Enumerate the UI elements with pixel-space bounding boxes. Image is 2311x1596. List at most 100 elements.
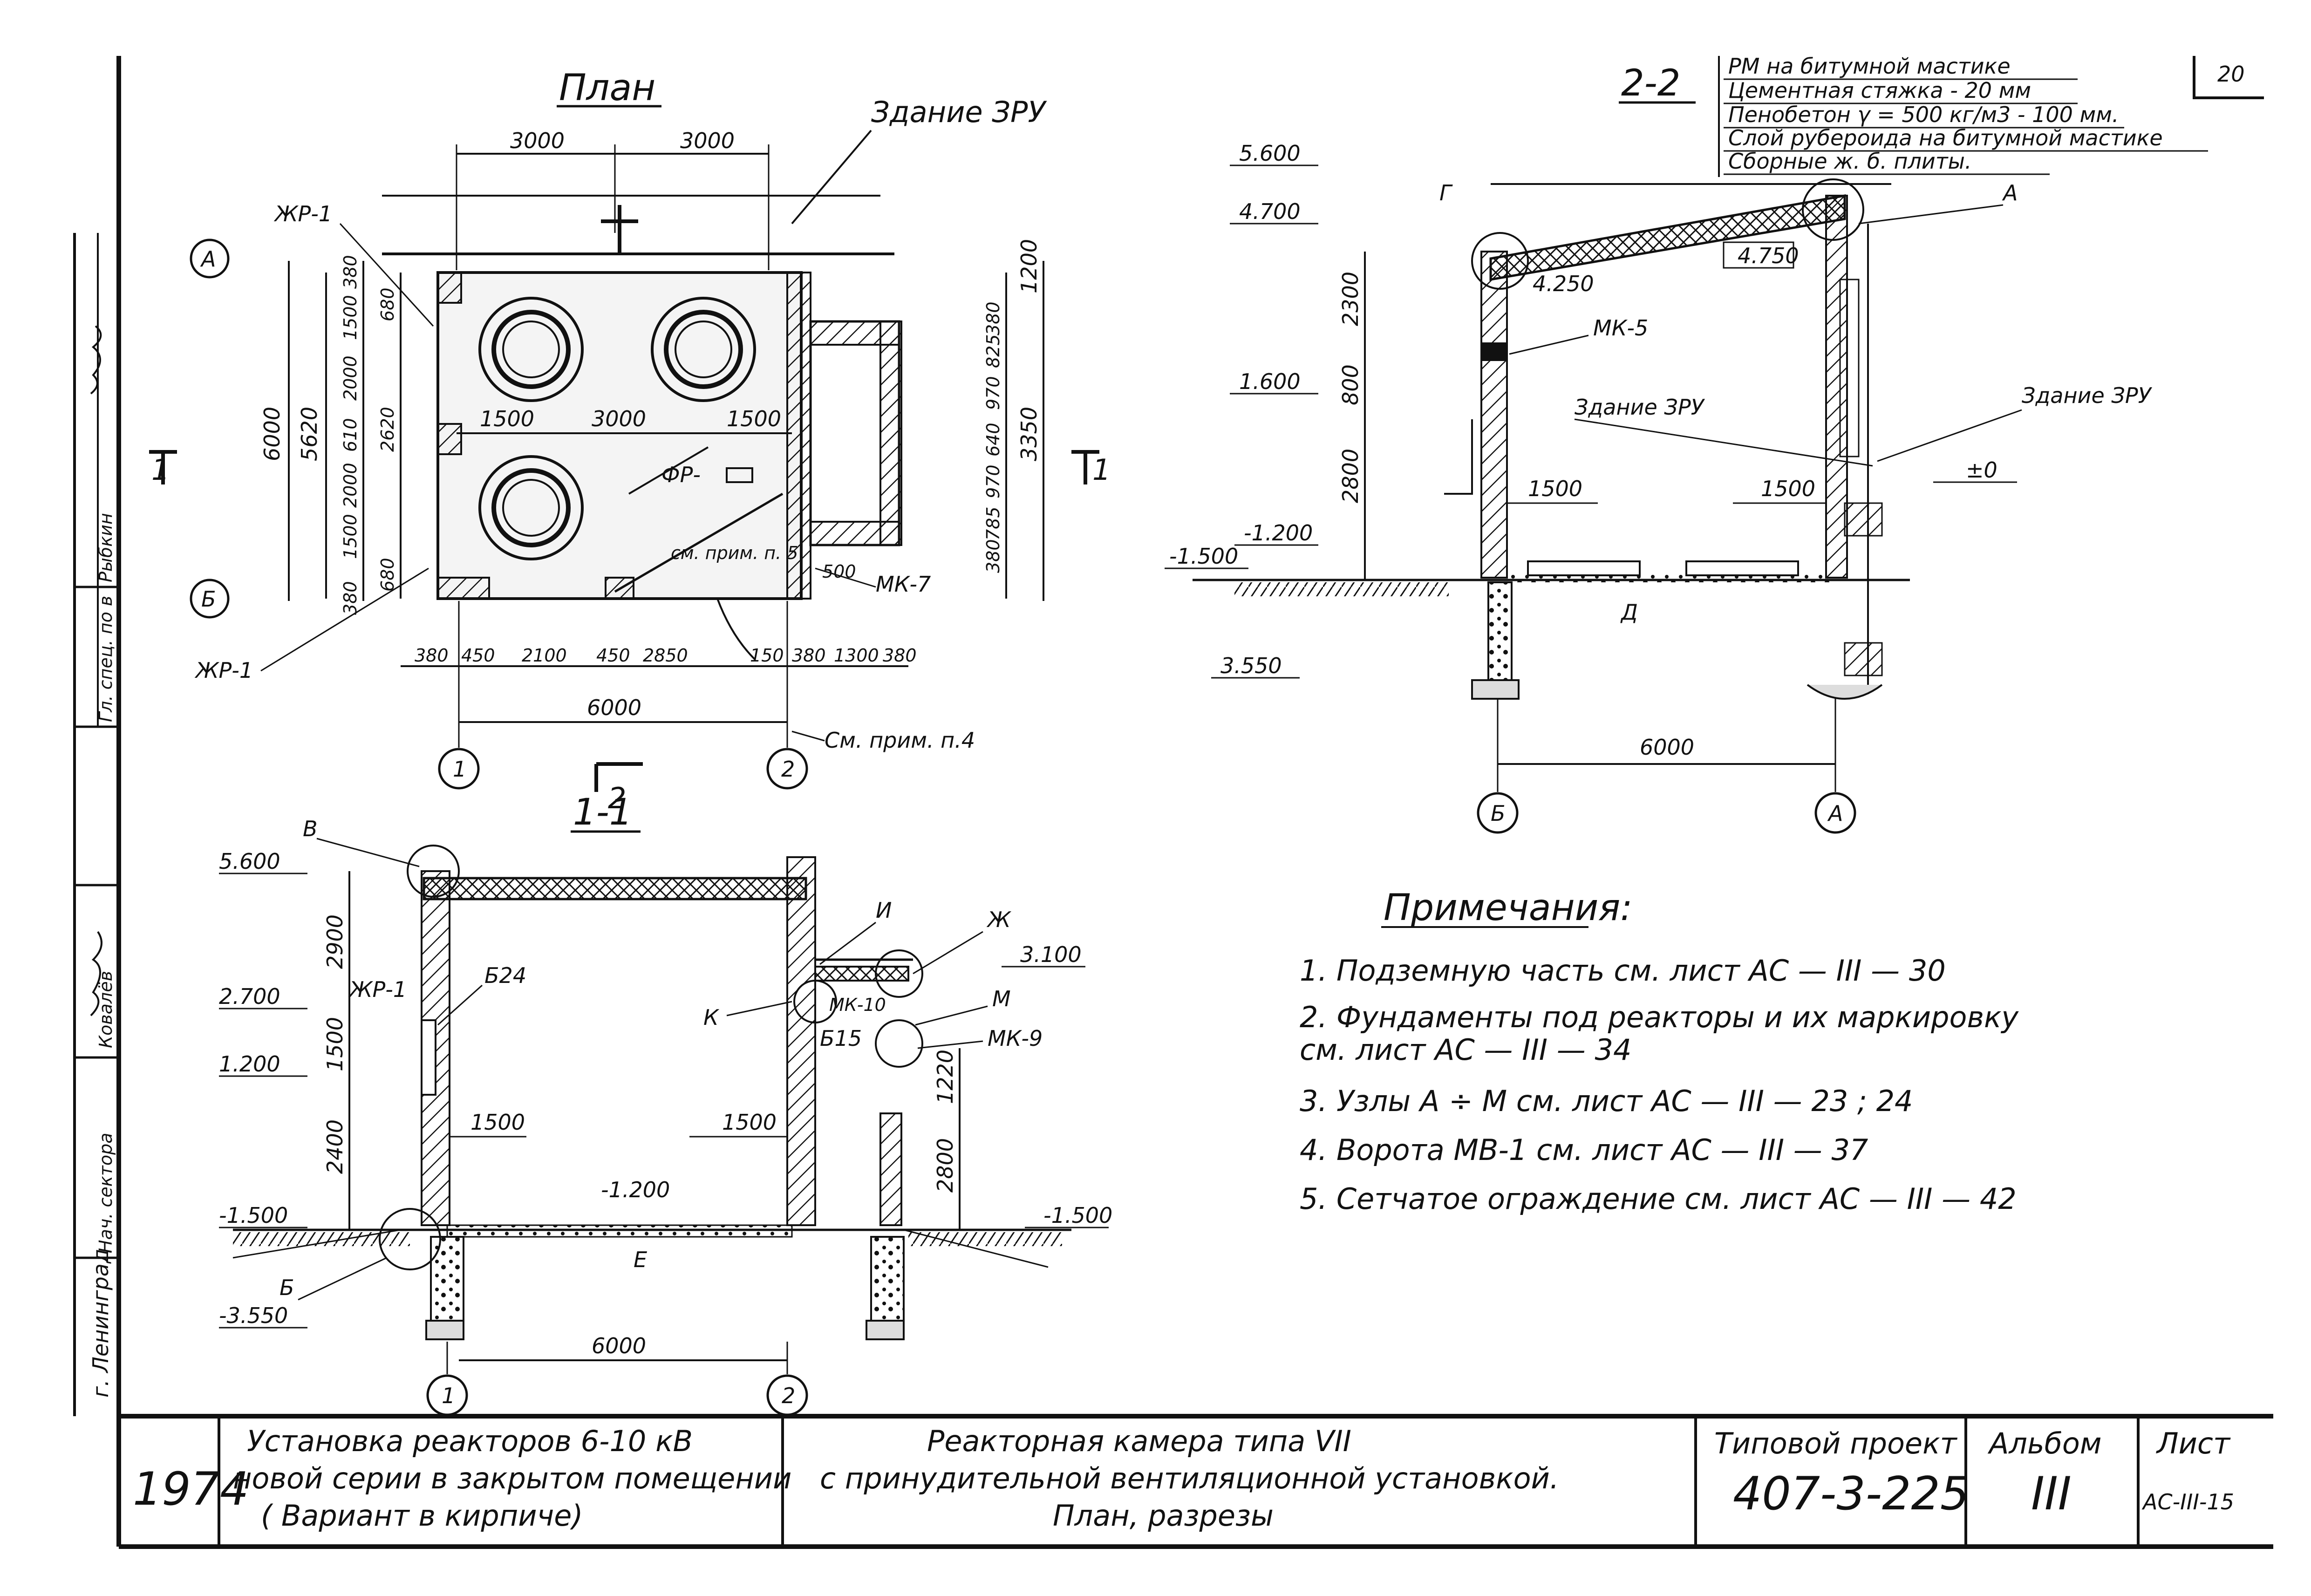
plan-right-inner-1: 825 xyxy=(983,334,1003,368)
tb-drawing-1: с принудительной вентиляционной установк… xyxy=(820,1461,1559,1495)
s22-roof-layer-3: Слой рубероида на битумной мастике xyxy=(1728,125,2163,150)
plan-top-dim-0: 3000 xyxy=(510,128,565,153)
plan-left-inner-4: 2000 xyxy=(340,463,361,508)
tb-album-label: Альбом xyxy=(1987,1426,2102,1460)
s11-inner-1: 1500 xyxy=(722,1110,777,1135)
s22-level-0: 5.600 xyxy=(1239,141,1301,166)
note-item-5: 5. Сетчатое ограждение см. лист АС — III… xyxy=(1300,1182,2017,1216)
plan-inner-dim-1: 3000 xyxy=(592,406,646,431)
s11-label-b15: Б15 xyxy=(820,1026,862,1051)
s22-inner-0: 1500 xyxy=(1528,476,1582,501)
signature-kovalev xyxy=(90,931,102,1016)
s11-label-mk9: МК-9 xyxy=(988,1026,1043,1051)
side-stamp: г. Ленинград Нач. сектора Ковалёв Гл. сп… xyxy=(88,325,116,1398)
s11-level-2: 1.200 xyxy=(219,1051,280,1077)
plan-left-mid: 5620 xyxy=(297,407,322,461)
plan-view: План Здание ЗРУ 3000 3000 1500 3000 xyxy=(149,67,1111,815)
s22-label-d: Д xyxy=(1620,600,1638,625)
s11-label-v: В xyxy=(303,816,318,841)
tb-subject-0: Установка реакторов 6-10 кВ xyxy=(247,1424,693,1458)
s11-level-1: 2.700 xyxy=(219,984,280,1009)
s11-label-e: Е xyxy=(634,1247,647,1272)
s22-level-8: ±0 xyxy=(1966,457,1997,483)
plan-right-dim-0: 1200 xyxy=(1016,239,1042,293)
s22-level-3: 4.750 xyxy=(1738,243,1799,268)
section11-title: 1-1 xyxy=(573,791,632,833)
s11-label-b: Б xyxy=(280,1275,294,1300)
plan-section-marker-left: 1 xyxy=(151,453,170,487)
s22-label-zru: Здание ЗРУ xyxy=(1575,395,1705,420)
plan-right-dim-1: 3350 xyxy=(1016,407,1042,461)
plan-inner-dim-2: 1500 xyxy=(727,406,781,431)
plan-left-outer: 6000 xyxy=(259,407,285,461)
plan-mk7-label: МК-7 xyxy=(876,572,931,597)
stamp-role-3: Рыбкин xyxy=(95,513,116,582)
plan-title: План xyxy=(559,67,655,109)
plan-axis-row-b: Б xyxy=(201,587,216,612)
s11-dim-left-2: 2400 xyxy=(322,1119,348,1174)
plan-right-inner-3: 640 xyxy=(983,423,1003,457)
s22-level-7: 3.550 xyxy=(1220,653,1282,678)
s22-level-6: -1.500 xyxy=(1169,544,1238,569)
plan-bottom-dim-0: 380 xyxy=(415,645,449,666)
plan-bottom-dim-3: 450 xyxy=(596,645,630,666)
s11-level-3: -1.500 xyxy=(219,1203,288,1228)
plan-bottom-dim-4: 2850 xyxy=(643,645,688,666)
note-item-3: 3. Узлы А ÷ М см. лист АС — III — 23 ; 2… xyxy=(1300,1084,1913,1118)
s22-roof-layer-4: Сборные ж. б. плиты. xyxy=(1728,149,1972,174)
s22-level-5: -1.200 xyxy=(1244,520,1313,546)
tb-drawing-0: Реакторная камера типа VII xyxy=(927,1424,1351,1458)
s22-dim-left-0: 2300 xyxy=(1338,272,1363,326)
s22-dim-left-2: 2800 xyxy=(1338,449,1363,503)
s11-label-m: М xyxy=(992,986,1011,1011)
plan-left-open-0: 680 xyxy=(377,287,398,321)
tb-project-label: Типовой проект xyxy=(1714,1426,1958,1460)
tb-subject-2: ( Вариант в кирпиче) xyxy=(261,1499,583,1533)
stamp-city: г. Ленинград xyxy=(88,1248,113,1398)
plan-bottom-dim-2: 2100 xyxy=(522,645,567,666)
plan-bottom-dim-6: 380 xyxy=(792,645,826,666)
s22-label-zru-right: Здание ЗРУ xyxy=(2022,383,2153,408)
reactor-2 xyxy=(651,297,756,402)
note-item-2: см. лист АС — III — 34 xyxy=(1300,1033,1631,1067)
sheet-frame xyxy=(73,56,2273,1549)
plan-right-inner-2: 970 xyxy=(983,376,1003,410)
plan-left-inner-3: 610 xyxy=(340,418,361,452)
note-item-4: 4. Ворота МВ-1 см. лист АС — III — 37 xyxy=(1300,1133,1868,1167)
plan-left-inner-2: 2000 xyxy=(340,355,361,401)
plan-axis-col-2: 2 xyxy=(781,757,795,782)
plan-section-marker-right: 1 xyxy=(1092,453,1111,487)
plan-note4-label: См. прим. п.4 xyxy=(825,728,975,753)
s22-dim-left-1: 800 xyxy=(1338,364,1363,405)
plan-top-dim-1: 3000 xyxy=(680,128,735,153)
plan-bottom-dim-1: 450 xyxy=(461,645,495,666)
tb-project-no: 407-3-225 xyxy=(1733,1467,1969,1521)
section-2-2: 2-2 РМ на битумной мастике Цементная стя… xyxy=(1165,54,2208,834)
stamp-role-0: Нач. сектора xyxy=(95,1133,116,1254)
notes-block: Примечания: 1. Подземную часть см. лист … xyxy=(1300,887,2019,1216)
s11-bottom-total: 6000 xyxy=(592,1333,646,1358)
section22-title: 2-2 xyxy=(1621,62,1680,104)
plan-bottom-dim-5: 150 xyxy=(750,645,784,666)
s22-roof-layer-2: Пенобетон γ = 500 кг/м3 - 100 мм. xyxy=(1728,102,2119,127)
s11-axis-1: 2 xyxy=(782,1383,795,1408)
plan-zhr1-top: ЖР-1 xyxy=(273,201,332,226)
title-block: 1974 Установка реакторов 6-10 кВ новой с… xyxy=(133,1424,2234,1533)
plan-section-marker-bottom: 2 xyxy=(608,781,626,815)
s11-label-zhr1: ЖР-1 xyxy=(348,977,407,1002)
tb-sheet-no: АС-III-15 xyxy=(2141,1489,2234,1514)
plan-right-inner-4: 970 xyxy=(983,464,1003,498)
s11-dim-left-0: 2900 xyxy=(322,914,348,969)
s11-inner-0: 1500 xyxy=(470,1110,525,1135)
tb-year: 1974 xyxy=(133,1463,249,1516)
s11-axis-0: 1 xyxy=(442,1383,455,1408)
s11-level-4: -3.550 xyxy=(219,1303,288,1328)
plan-bottom-dim-7: 1300 xyxy=(834,645,879,666)
plan-left-inner-0: 380 xyxy=(340,255,361,289)
stamp-role-2: Гл. спец. по в xyxy=(95,596,116,722)
s11-label-mk10: МК-10 xyxy=(829,995,886,1015)
plan-bottom-dim-8: 380 xyxy=(883,645,917,666)
s11-dim-left-1: 1500 xyxy=(322,1017,348,1071)
tb-album-no: III xyxy=(2031,1467,2072,1521)
